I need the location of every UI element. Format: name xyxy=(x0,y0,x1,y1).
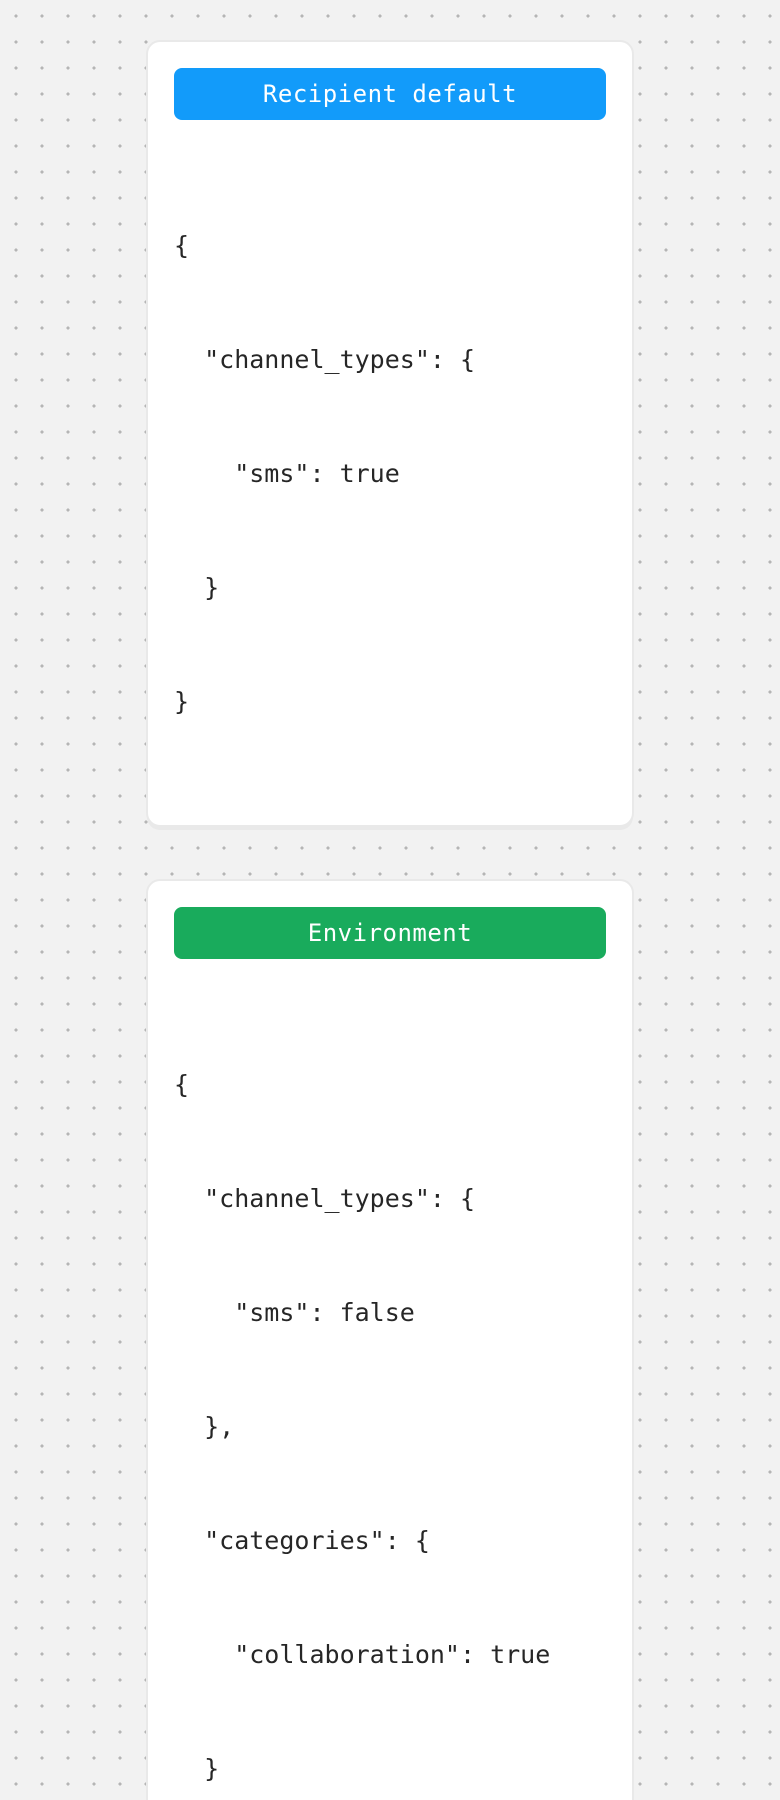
code-line: } xyxy=(174,687,190,716)
environment-card: Environment { "channel_types": { "sms": … xyxy=(146,879,634,1800)
recipient-default-badge[interactable]: Recipient default xyxy=(174,68,606,120)
code-line: "sms": true xyxy=(174,459,400,488)
code-line: } xyxy=(174,1754,220,1783)
code-line: } xyxy=(174,573,220,602)
environment-json: { "channel_types": { "sms": false }, "ca… xyxy=(174,990,606,1800)
code-line: { xyxy=(174,1070,190,1099)
environment-badge-label: Environment xyxy=(307,919,473,947)
recipient-default-json: { "channel_types": { "sms": true } } xyxy=(174,151,606,797)
code-line: "categories": { xyxy=(174,1526,430,1555)
recipient-default-card: Recipient default { "channel_types": { "… xyxy=(146,40,634,827)
recipient-default-badge-label: Recipient default xyxy=(262,80,518,108)
code-line: "channel_types": { xyxy=(174,1184,476,1213)
code-line: "channel_types": { xyxy=(174,345,476,374)
code-line: }, xyxy=(174,1412,235,1441)
code-line: { xyxy=(174,231,190,260)
dotted-canvas: Recipient default { "channel_types": { "… xyxy=(146,40,634,1800)
environment-badge[interactable]: Environment xyxy=(174,907,606,959)
code-line: "collaboration": true xyxy=(174,1640,551,1669)
code-line: "sms": false xyxy=(174,1298,415,1327)
